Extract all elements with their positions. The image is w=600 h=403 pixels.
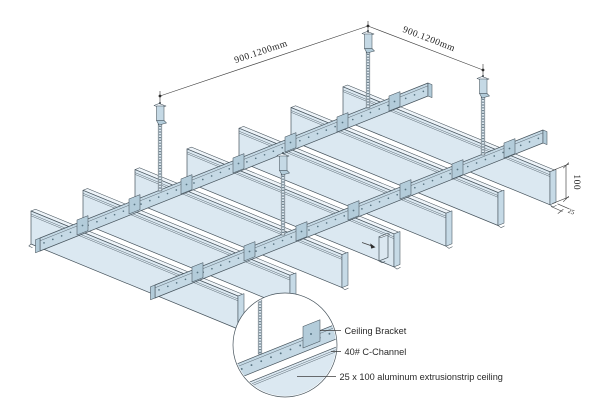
strip-height-dimension: 100 [552,162,581,204]
strip-width-label: 25 [567,208,576,217]
label-c-channel: 40# C-Channel [345,347,407,357]
span-dimension-right-label: 900.1200mm [401,25,456,54]
hanger-rod-right [476,74,490,156]
ceiling-bracket [153,101,167,126]
strip-height-label: 100 [571,174,581,190]
loose-strip-piece [361,232,390,264]
hanger-rod-middle-front [276,151,290,236]
span-dimension-right: 900.1200mm [367,25,485,77]
ceiling-bracket [476,74,490,99]
detail-callout: Ceiling Bracket 40# C-Channel 25 x 100 a… [232,292,503,398]
label-ceiling-bracket: Ceiling Bracket [345,326,407,336]
detail-leaders [297,330,341,377]
label-strip-ceiling: 25 x 100 aluminum extrusionstrip ceiling [340,372,503,382]
hanger-rod-middle-back [361,29,375,109]
ceiling-bracket [361,29,375,54]
span-dimension-left: 900.1200mm [158,21,370,104]
hanger-rod-left [153,101,167,192]
pointer-arrowhead [370,243,376,249]
strip-width-dimension: 25 [550,203,576,217]
